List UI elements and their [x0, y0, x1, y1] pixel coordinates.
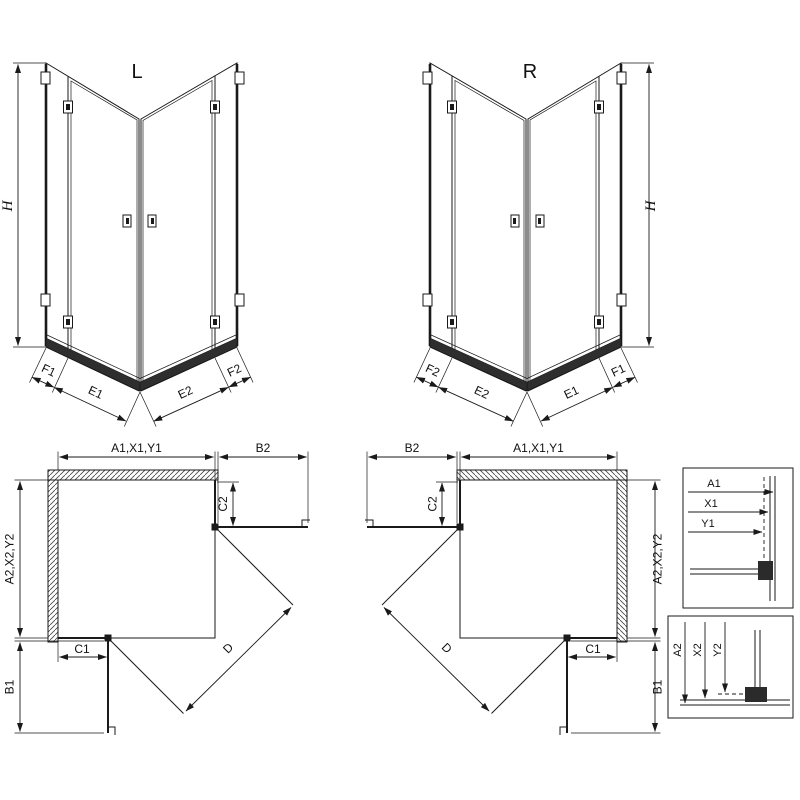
glass-clamp	[745, 687, 767, 702]
variant-label-left: L	[131, 61, 142, 83]
dim-label-e2: E2	[472, 383, 492, 402]
dim-label-e1: E1	[562, 383, 582, 402]
dim-label-h: H	[643, 199, 659, 212]
dim-label-b1: B1	[3, 679, 17, 694]
dim-label-a1: A1,X1,Y1	[111, 441, 162, 455]
dim-label-f2: F2	[423, 361, 442, 380]
dim-label-c2: C2	[216, 496, 230, 512]
dim-label-f2: F2	[225, 361, 244, 380]
wall-profile-section	[769, 476, 776, 601]
dim-label-a1: A1	[707, 478, 720, 490]
plan-view-right: B2 A1,X1,Y1 A2,X2,Y2 B1 C2 C1 D	[365, 441, 665, 735]
dim-label-d: D	[220, 640, 236, 656]
dim-label-c1: C1	[74, 642, 90, 656]
dim-label-a2: A2,X2,Y2	[651, 533, 665, 584]
detail-box	[682, 467, 794, 609]
plan-structure-right-mirror	[365, 452, 661, 736]
glass-clamp	[758, 561, 773, 580]
glass-section	[754, 630, 761, 692]
plan-structure-left	[15, 452, 311, 736]
iso-view-right: R H F2 E2 E1 F1	[414, 61, 659, 427]
detail-box	[667, 615, 794, 719]
dim-label-f1: F1	[39, 361, 58, 380]
plan-view-left: A1,X1,Y1 B2 A2,X2,Y2 B1 C2 C1 D	[3, 441, 311, 735]
dim-label-b2: B2	[256, 441, 271, 455]
dim-label-a1: A1,X1,Y1	[513, 441, 564, 455]
dim-label-a2: A2	[672, 643, 684, 656]
dim-label-y2: Y2	[712, 643, 724, 656]
detail-width-adjustment: A1 X1 Y1	[682, 467, 794, 609]
dim-label-d: D	[439, 640, 455, 656]
iso-view-left: L H F1 E1 E2 F2	[0, 61, 253, 427]
detail-depth-adjustment: A2 X2 Y2	[667, 615, 794, 719]
dim-label-a2: A2,X2,Y2	[3, 533, 17, 584]
dim-label-e2: E2	[176, 383, 196, 402]
dim-label-f1: F1	[609, 361, 628, 380]
dim-label-x1: X1	[704, 498, 717, 510]
dim-label-b1: B1	[651, 679, 665, 694]
dim-label-y1: Y1	[701, 518, 714, 530]
glass-section	[690, 568, 762, 575]
floor-profile-section	[680, 699, 790, 706]
dim-label-h: H	[0, 199, 16, 212]
dim-label-b2: B2	[405, 441, 420, 455]
variant-label-right: R	[523, 61, 537, 83]
dim-label-c2: C2	[426, 496, 440, 512]
dim-label-e1: E1	[86, 383, 106, 402]
plan-structure-right	[365, 452, 661, 736]
dim-label-x2: X2	[692, 643, 704, 656]
dim-label-c1: C1	[585, 642, 601, 656]
